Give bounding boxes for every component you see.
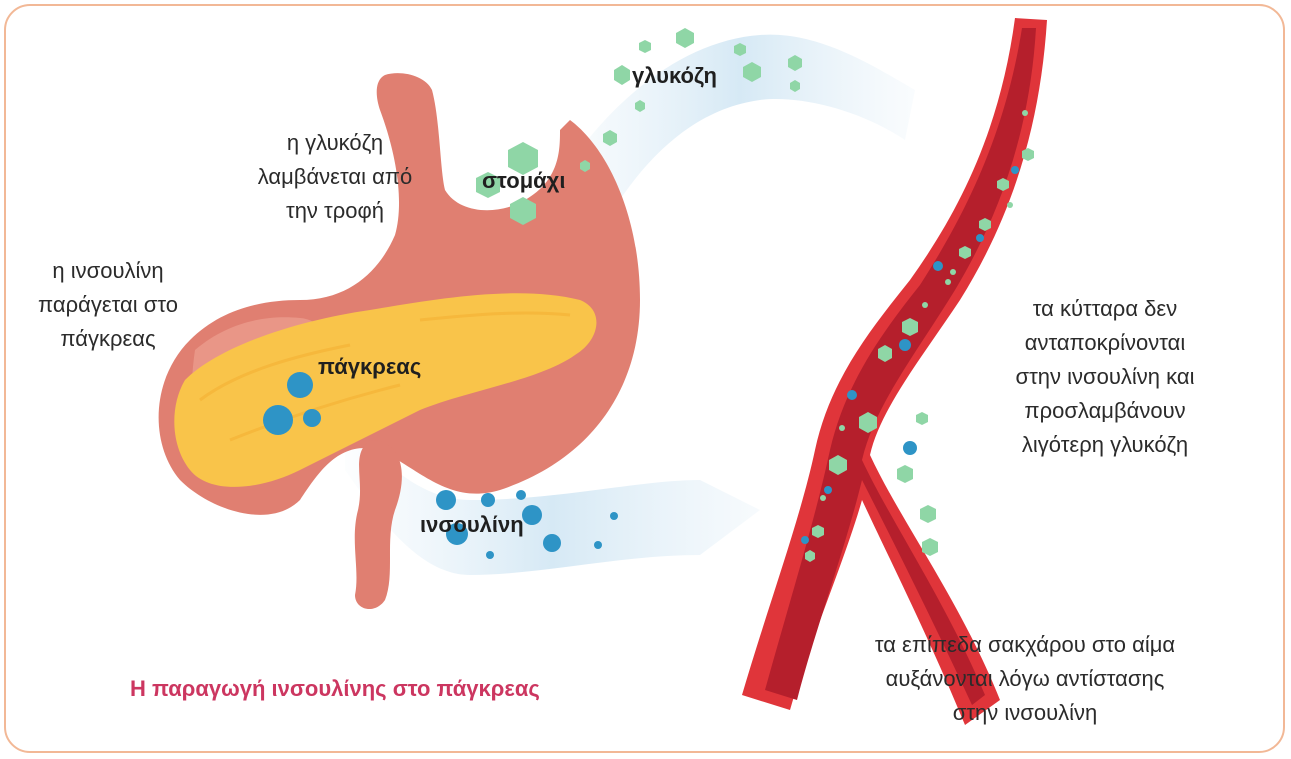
- note-line: παράγεται στο: [8, 288, 208, 322]
- note-line: λιγότερη γλυκόζη: [960, 428, 1250, 462]
- insulin-produced-note: η ινσουλίνη παράγεται στο πάγκρεας: [8, 254, 208, 356]
- note-line: λαμβάνεται από: [230, 160, 440, 194]
- note-line: στην ινσουλίνη: [820, 696, 1230, 730]
- blood-sugar-rise-note: τα επίπεδα σακχάρου στο αίμα αυξάνονται …: [820, 628, 1230, 730]
- note-line: τα επίπεδα σακχάρου στο αίμα: [820, 628, 1230, 662]
- glucose-from-food-note: η γλυκόζη λαμβάνεται από την τροφή: [230, 126, 440, 228]
- pancreas-label: πάγκρεας: [318, 354, 421, 380]
- note-line: τα κύτταρα δεν: [960, 292, 1250, 326]
- note-line: την τροφή: [230, 194, 440, 228]
- note-line: πάγκρεας: [8, 322, 208, 356]
- note-line: η ινσουλίνη: [8, 254, 208, 288]
- note-line: η γλυκόζη: [230, 126, 440, 160]
- insulin-label: ινσουλίνη: [420, 512, 524, 538]
- note-line: στην ινσουλίνη και: [960, 360, 1250, 394]
- cells-not-respond-note: τα κύτταρα δεν ανταποκρίνονται στην ινσο…: [960, 292, 1250, 462]
- note-line: αυξάνονται λόγω αντίστασης: [820, 662, 1230, 696]
- stomach-label: στομάχι: [482, 168, 565, 194]
- glucose-label: γλυκόζη: [632, 63, 717, 89]
- note-line: ανταποκρίνονται: [960, 326, 1250, 360]
- note-line: προσλαμβάνουν: [960, 394, 1250, 428]
- diagram-caption: Η παραγωγή ινσουλίνης στο πάγκρεας: [130, 676, 540, 702]
